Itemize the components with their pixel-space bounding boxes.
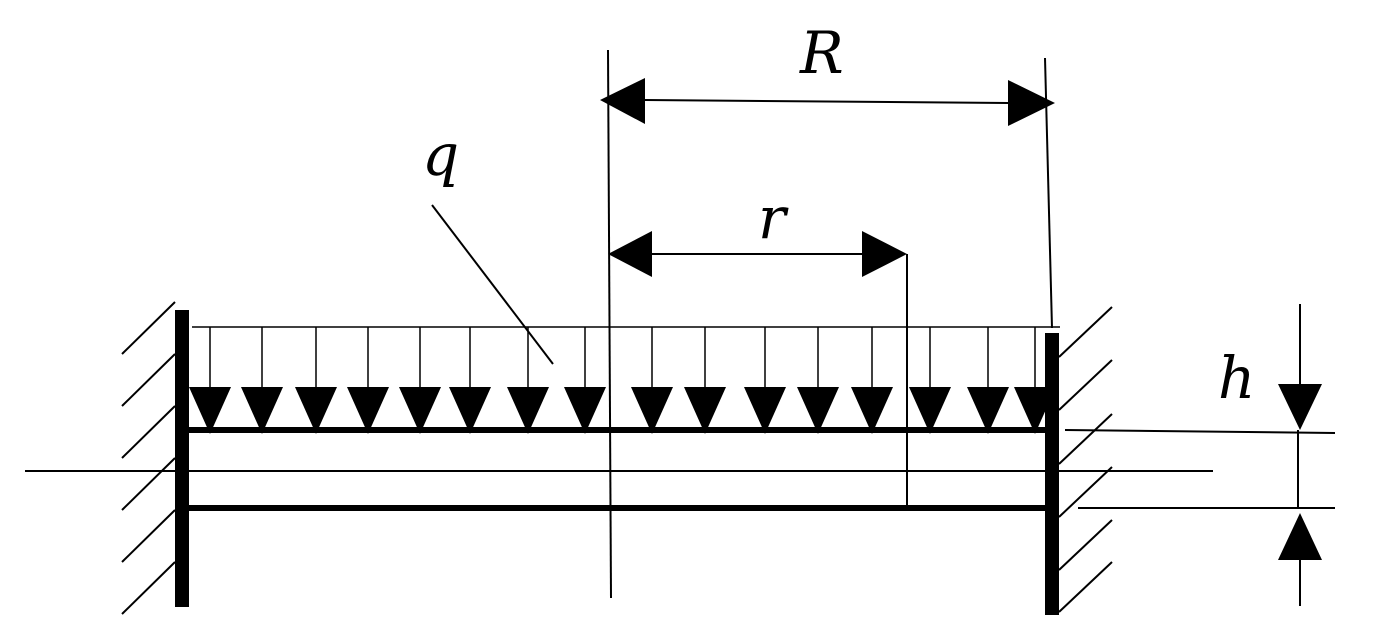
left-hatch-stroke (121, 457, 176, 511)
label-r: r (758, 184, 789, 252)
h-arrow-up (1278, 513, 1322, 560)
right-hatch-stroke (1058, 359, 1113, 411)
dimension-R (600, 78, 1055, 126)
load-arrow-head (347, 387, 389, 434)
load-arrow-head (851, 387, 893, 434)
left-hatch-stroke (121, 405, 176, 459)
h-upper-extension (1064, 429, 1336, 434)
left-hatch-stroke (121, 353, 176, 407)
dimension-r-arrow-left (608, 231, 652, 277)
right-wall (1045, 333, 1059, 615)
right-wall-hatching (1058, 306, 1113, 613)
right-hatch-stroke (1058, 519, 1113, 571)
right-hatch-stroke (1058, 413, 1113, 465)
left-hatch-stroke (121, 561, 176, 615)
load-arrow-head (449, 387, 491, 434)
right-hatch-stroke (1058, 306, 1113, 358)
load-arrow-head (684, 387, 726, 434)
dimension-r-arrow-right (862, 231, 907, 277)
right-hatch-stroke (1058, 561, 1113, 613)
load-arrow-head (967, 387, 1009, 434)
distributed-load-arrows (189, 327, 1056, 434)
load-arrow-head (631, 387, 673, 434)
dimension-h (1064, 304, 1336, 606)
outer-radius-extension-line (1044, 57, 1053, 329)
left-hatch-stroke (121, 509, 176, 563)
dimension-r (608, 231, 907, 277)
load-arrow-head (797, 387, 839, 434)
load-arrow-head (909, 387, 951, 434)
left-hatch-stroke (121, 301, 176, 355)
left-wall-hatching (121, 301, 176, 615)
load-arrow-head (507, 387, 549, 434)
label-q: q (422, 121, 459, 189)
dimension-R-arrow-right (1008, 80, 1055, 126)
label-R: R (799, 19, 844, 87)
load-arrow-head (1014, 387, 1056, 434)
left-wall (175, 310, 189, 607)
h-arrow-down (1278, 384, 1322, 430)
load-arrow-head (295, 387, 337, 434)
load-arrow-head (241, 387, 283, 434)
load-arrow-head (189, 387, 231, 434)
load-arrow-head (744, 387, 786, 434)
label-h: h (1218, 344, 1255, 412)
load-arrow-head (399, 387, 441, 434)
right-hatch-stroke (1058, 466, 1113, 518)
q-leader-line (431, 204, 554, 365)
dimension-R-arrow-left (600, 78, 645, 124)
center-line (607, 49, 612, 599)
load-arrow-head (564, 387, 606, 434)
